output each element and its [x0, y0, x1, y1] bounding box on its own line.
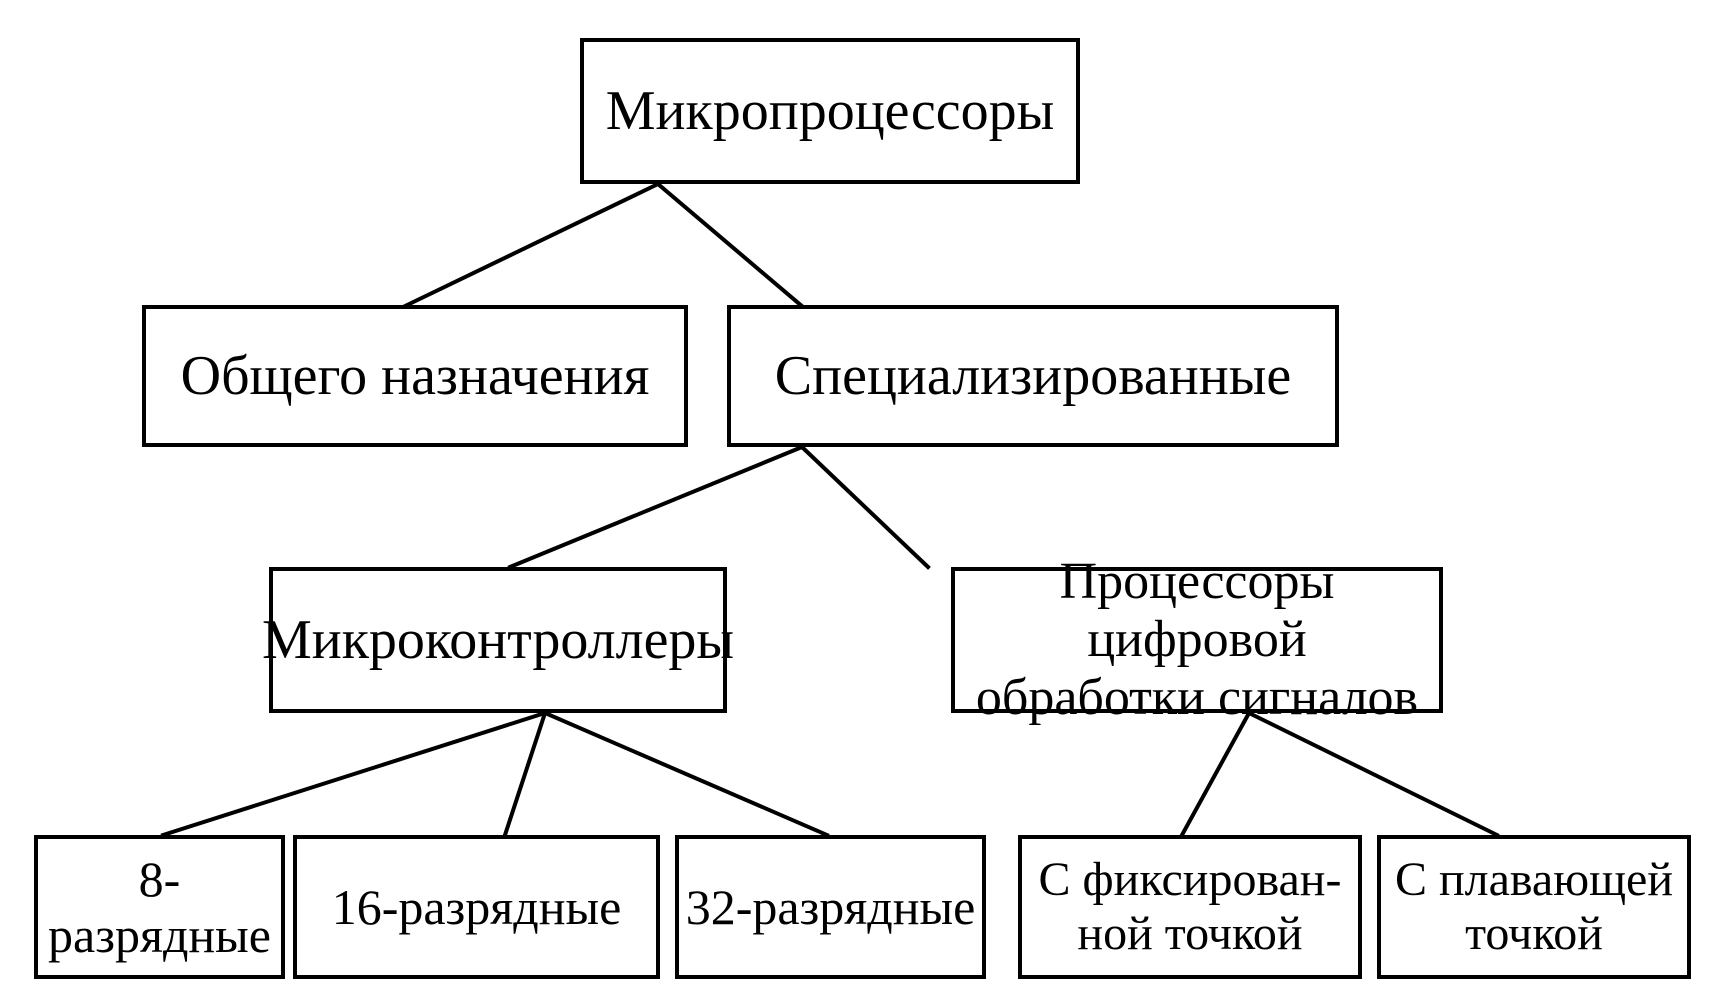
node-processory-cifrovoy-obrabotki-signalov[interactable]: Процессоры цифровой обработки сигналов — [951, 553, 1443, 726]
edge-dsp-float — [1246, 710, 1500, 838]
node-32-razryadnye[interactable]: 32-разрядные — [675, 835, 986, 979]
node-obschego-naznacheniya[interactable]: Общего назначения — [142, 305, 688, 447]
node-label: 8-разрядные — [48, 851, 271, 963]
node-label: 32-разрядные — [685, 879, 976, 935]
edge-root-general — [400, 181, 661, 310]
edge-root-special — [655, 181, 806, 310]
node-label: 16-разрядные — [331, 879, 622, 935]
node-label: С фиксирован- ной точкой — [1038, 853, 1342, 960]
node-label: С плавающей точкой — [1394, 853, 1674, 960]
node-label: Общего назначения — [180, 344, 650, 407]
edge-dsp-fixed — [1179, 710, 1252, 838]
node-label: Микроконтроллеры — [261, 608, 735, 671]
node-16-razryadnye[interactable]: 16-разрядные — [293, 835, 660, 979]
node-label: Специализированные — [774, 344, 1292, 407]
node-label: Процессоры цифровой обработки сигналов — [975, 552, 1419, 727]
node-label: Микропроцессоры — [605, 79, 1055, 142]
node-specializirovannye[interactable]: Специализированные — [727, 305, 1339, 447]
edge-mcu-b32 — [542, 710, 830, 838]
node-s-plavayuschey-tochkoy[interactable]: С плавающей точкой — [1377, 835, 1691, 979]
edge-special-dsp — [799, 444, 931, 570]
edge-mcu-b8 — [160, 710, 548, 838]
edge-mcu-b16 — [502, 710, 548, 838]
node-mikrokontrollery[interactable]: Микроконтроллеры — [262, 567, 734, 713]
node-mikroprocessory[interactable]: Микропроцессоры — [580, 38, 1080, 184]
edge-special-mcu — [507, 444, 805, 570]
node-8-razryadnye[interactable]: 8-разрядные — [34, 835, 285, 979]
node-s-fiksirovannoy-tochkoy[interactable]: С фиксирован- ной точкой — [1018, 835, 1362, 979]
